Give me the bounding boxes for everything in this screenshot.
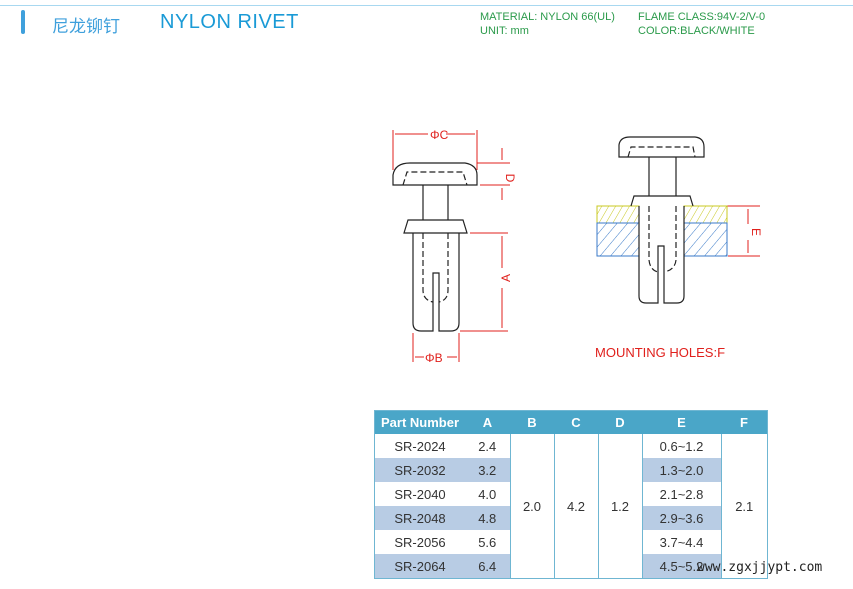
- value-c: 4.2: [553, 434, 599, 579]
- value-a: 3.2: [465, 458, 511, 482]
- table-row: SR-2056 5.6 3.7~4.4: [375, 530, 768, 554]
- table-row: SR-2040 4.0 2.1~2.8: [375, 482, 768, 506]
- part-number: SR-2024: [394, 438, 446, 454]
- color: COLOR:BLACK/WHITE: [638, 25, 755, 37]
- value-b: 2.0: [509, 434, 555, 579]
- title-english: NYLON RIVET: [160, 11, 299, 33]
- value-a: 4.8: [465, 506, 511, 530]
- value-d: 1.2: [597, 434, 643, 579]
- part-number: SR-2048: [374, 506, 465, 530]
- value-f: 2.1: [720, 434, 768, 579]
- title-accent-bar: [21, 10, 25, 34]
- rivet-installed-view: [596, 136, 728, 304]
- header-divider: [0, 5, 853, 6]
- th-b: B: [510, 410, 554, 434]
- value-e: 2.9~3.6: [641, 506, 722, 530]
- mounting-holes-label: MOUNTING HOLES:F: [595, 345, 726, 360]
- th-d: D: [598, 410, 642, 434]
- unit: UNIT: mm: [480, 25, 529, 37]
- value-a: 5.6: [465, 530, 511, 554]
- material: MATERIAL: NYLON 66(UL): [480, 11, 615, 23]
- part-number: SR-2040: [394, 486, 446, 502]
- label-e: E: [749, 228, 763, 236]
- watermark: www.zgxjjypt.com: [697, 560, 823, 575]
- label-a: A: [499, 274, 513, 282]
- th-e: E: [642, 410, 721, 434]
- rivet-side-view: [392, 162, 478, 332]
- value-e: 4.5~5.2: [641, 554, 722, 579]
- spec-col-1: MATERIAL: NYLON 66(UL) UNIT: mm: [480, 10, 615, 38]
- value-e: 0.6~1.2: [641, 434, 722, 458]
- th-c: C: [554, 410, 598, 434]
- table-header: Part Number A B C D E F: [374, 410, 768, 434]
- part-number: SR-2032: [374, 458, 465, 482]
- part-number: SR-2064: [374, 554, 465, 579]
- value-e: 3.7~4.4: [641, 530, 722, 554]
- label-b: ΦB: [425, 351, 443, 365]
- dimension-labels: ΦC D A ΦB E: [425, 128, 763, 365]
- part-number: SR-2056: [394, 534, 446, 550]
- th-a: A: [465, 410, 510, 434]
- th-f: F: [721, 410, 768, 434]
- title-chinese: 尼龙铆钉: [52, 17, 120, 37]
- th-part: Part Number: [374, 410, 465, 434]
- label-d: D: [503, 174, 517, 183]
- value-e: 1.3~2.0: [641, 458, 722, 482]
- value-a: 6.4: [465, 554, 511, 579]
- value-a: 4.0: [465, 482, 511, 506]
- value-a: 2.4: [465, 434, 511, 458]
- flame-class: FLAME CLASS:94V-2/V-0: [638, 11, 766, 23]
- label-c: ΦC: [430, 128, 449, 142]
- value-e: 2.1~2.8: [641, 482, 722, 506]
- dimension-lines: [392, 130, 760, 362]
